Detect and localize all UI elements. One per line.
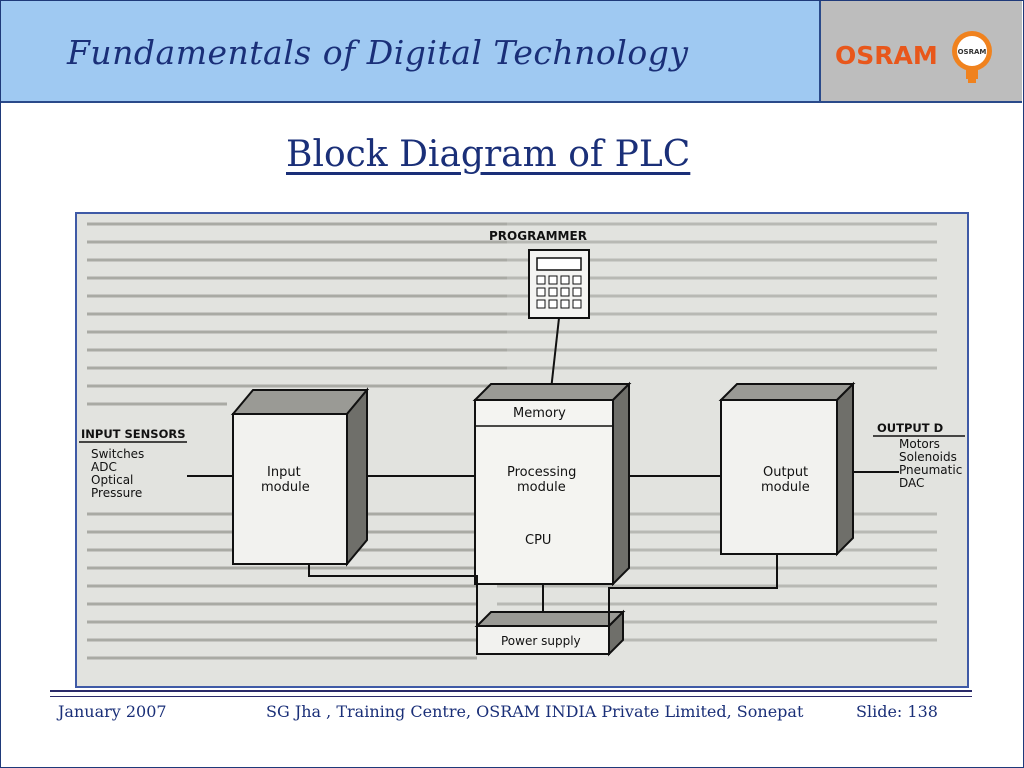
sensor-item: Optical xyxy=(91,473,133,487)
output-devices-list: OUTPUT D Motors Solenoids Pneumatic DAC xyxy=(873,421,965,490)
plc-diagram: PROGRAMMER INPUT SENSORS Switches ADC Op… xyxy=(77,214,967,686)
connection-lines xyxy=(187,471,899,634)
output-item: Motors xyxy=(899,437,940,451)
memory-label: Memory xyxy=(513,406,566,421)
bulb-text: OSRAM xyxy=(958,48,987,56)
input-sensors-heading: INPUT SENSORS xyxy=(81,427,185,441)
cpu-block: Memory Processing module CPU xyxy=(472,381,632,587)
header-banner: Fundamentals of Digital Technology xyxy=(1,1,821,103)
osram-logo-text: OSRAM xyxy=(835,41,938,70)
slide-title: Block Diagram of PLC xyxy=(286,134,691,175)
input-module-label: Input xyxy=(267,465,301,480)
output-devices-heading: OUTPUT D xyxy=(877,421,943,435)
output-module-block: Output module xyxy=(718,381,856,557)
sensor-item: Switches xyxy=(91,447,144,461)
footer-date: January 2007 xyxy=(58,702,167,721)
footer-rule-top xyxy=(50,690,972,692)
output-item: DAC xyxy=(899,476,924,490)
input-module-label: module xyxy=(261,480,310,495)
processing-label: Processing xyxy=(507,465,576,480)
header-title: Fundamentals of Digital Technology xyxy=(67,33,689,72)
plc-block-diagram-image: PROGRAMMER INPUT SENSORS Switches ADC Op… xyxy=(75,212,969,688)
power-supply-label: Power supply xyxy=(501,634,581,648)
output-module-label: module xyxy=(761,480,810,495)
footer-slide-number: Slide: 138 xyxy=(856,702,938,721)
output-item: Solenoids xyxy=(899,450,957,464)
cpu-label: CPU xyxy=(525,533,551,548)
footer-organization: SG Jha , Training Centre, OSRAM INDIA Pr… xyxy=(266,702,804,721)
input-module-block: Input module xyxy=(230,387,370,567)
programmer-label: PROGRAMMER xyxy=(489,229,587,243)
footer-rule-bottom xyxy=(50,696,972,697)
logo-area: OSRAM OSRAM xyxy=(821,1,1022,103)
power-supply-block: Power supply xyxy=(474,609,626,657)
osram-bulb-icon: OSRAM xyxy=(952,31,992,83)
output-item: Pneumatic xyxy=(899,463,962,477)
sensor-item: Pressure xyxy=(91,486,142,500)
input-sensors-list: INPUT SENSORS Switches ADC Optical Press… xyxy=(79,427,187,500)
background-text-lines-left xyxy=(87,222,507,660)
output-module-label: Output xyxy=(763,465,808,480)
processing-label: module xyxy=(517,480,566,495)
sensor-item: ADC xyxy=(91,460,117,474)
